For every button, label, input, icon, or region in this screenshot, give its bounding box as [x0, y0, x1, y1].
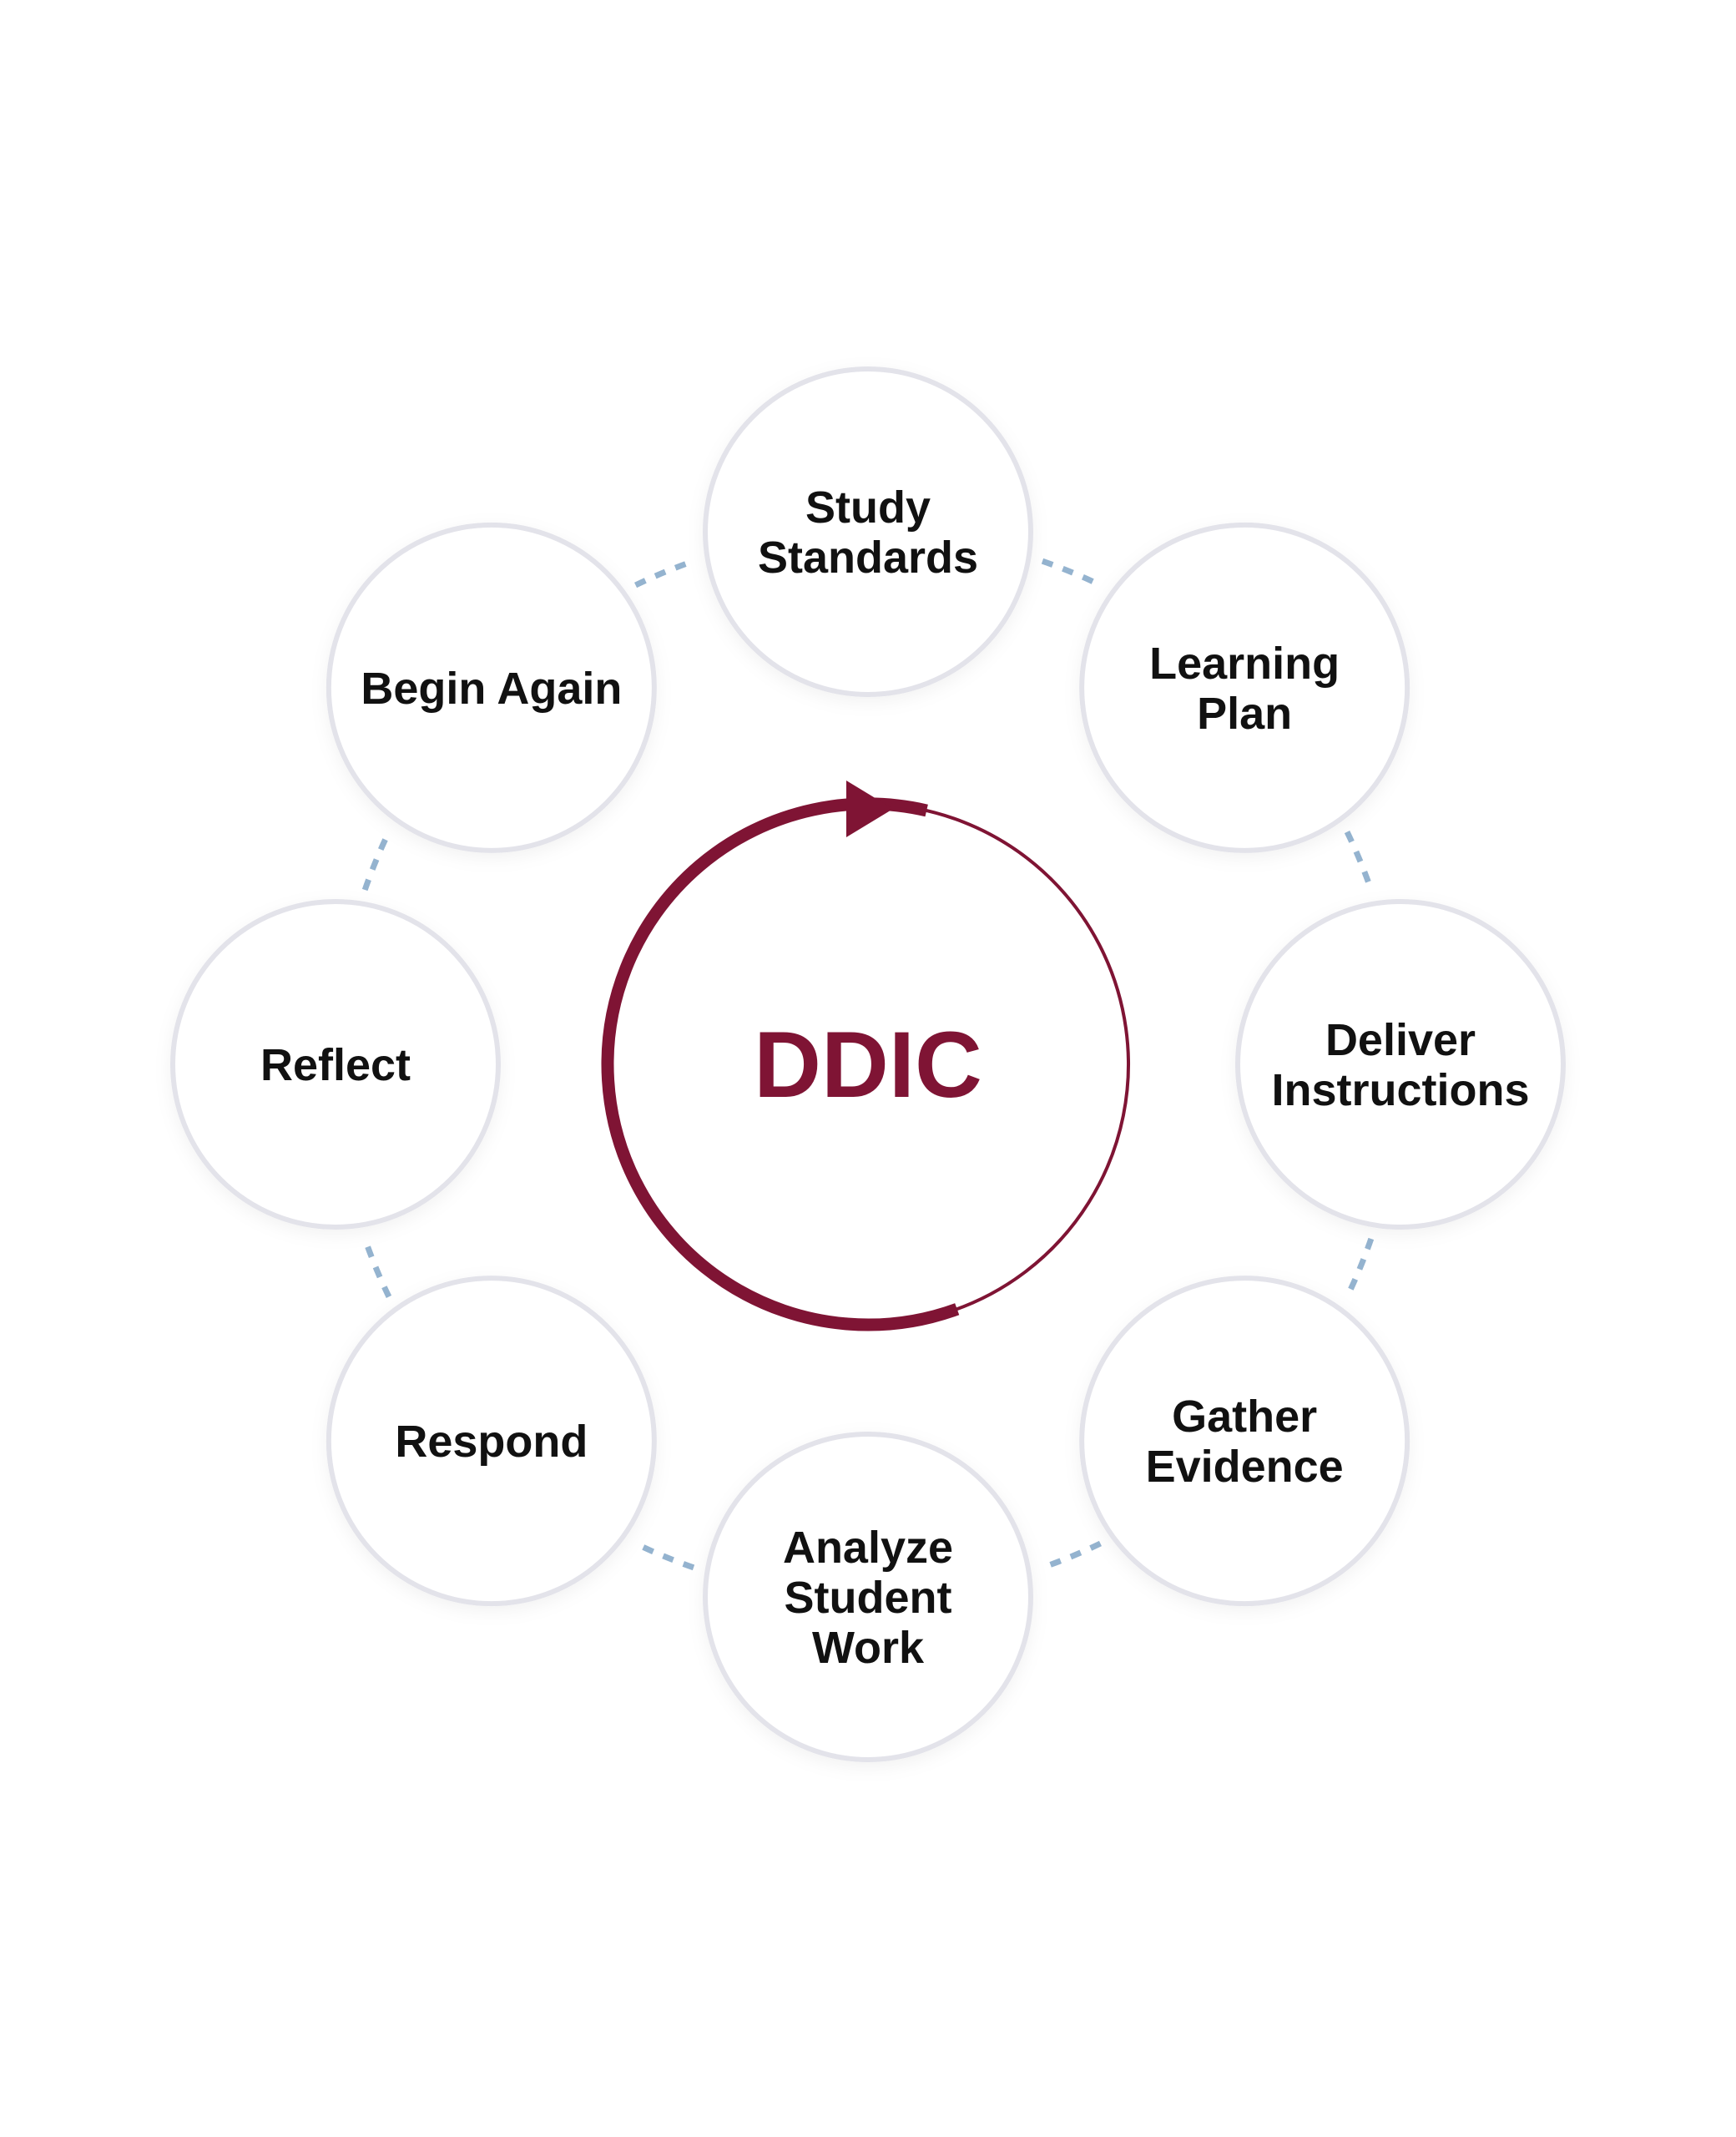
stage-label-line: Study [805, 482, 931, 533]
stage-label-line: Work [812, 1623, 925, 1673]
dashed-connector [634, 1540, 695, 1571]
dashed-connector [1041, 1540, 1102, 1571]
stage-circle [1079, 1276, 1410, 1607]
stage-label-line: Plan [1197, 689, 1292, 739]
dashed-connector [1344, 1237, 1375, 1298]
center-title: DDIC [754, 1013, 982, 1117]
center-cycle: DDIC [601, 781, 1130, 1331]
stage-circle [703, 1432, 1033, 1762]
connector-ring [361, 558, 1375, 1571]
stage-node-reflect: Reflect [170, 899, 501, 1230]
center-thick-arc [601, 797, 960, 1331]
stage-label-respond: Respond [395, 1417, 588, 1467]
stage-circle [1079, 522, 1410, 853]
stage-label-line: Respond [395, 1417, 588, 1467]
stage-label-reflect: Reflect [260, 1040, 411, 1090]
dashed-connector [634, 558, 695, 589]
stage-circle [1235, 899, 1566, 1230]
dashed-connector [361, 1237, 392, 1298]
stage-label-line: Evidence [1146, 1442, 1344, 1492]
dashed-connector [1041, 558, 1102, 589]
stage-node-respond: Respond [326, 1276, 657, 1607]
stage-label-line: Gather [1172, 1392, 1317, 1442]
stage-label-line: Standards [758, 533, 978, 583]
stage-circle [326, 522, 657, 853]
stage-label-line: Reflect [260, 1040, 411, 1090]
stage-label-line: Student [785, 1573, 952, 1623]
dashed-connector [1344, 831, 1375, 892]
stage-label-line: Begin Again [361, 664, 622, 714]
stage-circle [703, 366, 1033, 697]
stage-label-line: Deliver [1325, 1015, 1476, 1065]
center-thin-arc [876, 802, 1130, 1314]
stage-circle [326, 1276, 657, 1607]
dashed-connector [361, 831, 392, 892]
stage-label-line: Instructions [1271, 1065, 1529, 1115]
cycle-arrow-icon [846, 781, 893, 837]
stage-label-line: Analyze [783, 1523, 953, 1573]
stage-circle [170, 899, 501, 1230]
stage-label-begin-again: Begin Again [361, 664, 622, 714]
stage-label-line: Learning [1149, 639, 1340, 689]
stage-node-begin-again: Begin Again [326, 522, 657, 853]
